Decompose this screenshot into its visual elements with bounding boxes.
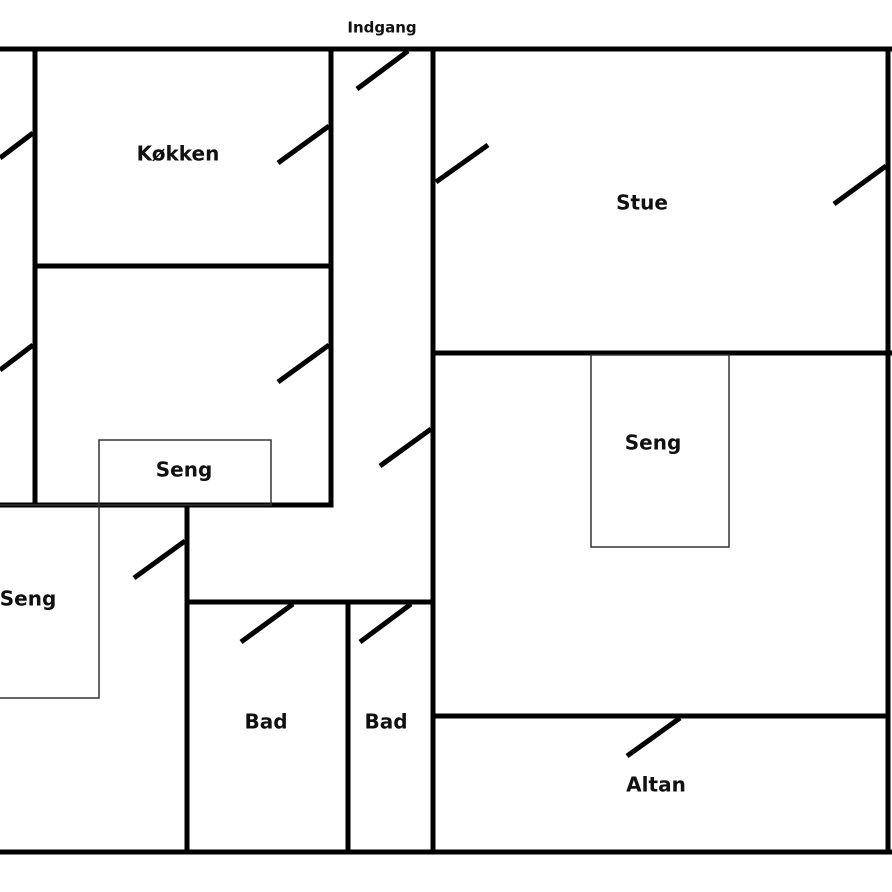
bed-3-label: Seng	[625, 431, 682, 455]
living-room-label: Stue	[616, 191, 668, 215]
bed-3	[590, 354, 730, 548]
door-icon	[0, 343, 35, 372]
door-icon	[355, 48, 410, 92]
walls	[0, 46, 892, 855]
kitchen-label: Køkken	[137, 142, 220, 166]
door-icon	[625, 715, 682, 759]
bed-2	[0, 504, 100, 699]
bath-2-label: Bad	[364, 710, 407, 734]
bed-1	[98, 439, 272, 506]
door-icon	[0, 131, 35, 160]
door-icon	[832, 163, 888, 207]
door-icon	[132, 538, 187, 581]
bed-1-label: Seng	[156, 458, 213, 482]
doors	[0, 48, 888, 759]
door-icon	[276, 342, 331, 385]
door-icon	[434, 142, 490, 185]
door-icon	[276, 123, 331, 166]
entrance-label: Indgang	[347, 19, 416, 37]
door-icon	[239, 601, 295, 645]
balcony-label: Altan	[626, 773, 686, 797]
bed-2-label: Seng	[0, 587, 56, 611]
door-icon	[378, 426, 433, 469]
door-icon	[358, 601, 413, 645]
room-labels: Indgang Køkken Stue Seng Seng Seng Bad B…	[0, 19, 686, 797]
beds	[0, 354, 730, 699]
bath-1-label: Bad	[244, 710, 287, 734]
